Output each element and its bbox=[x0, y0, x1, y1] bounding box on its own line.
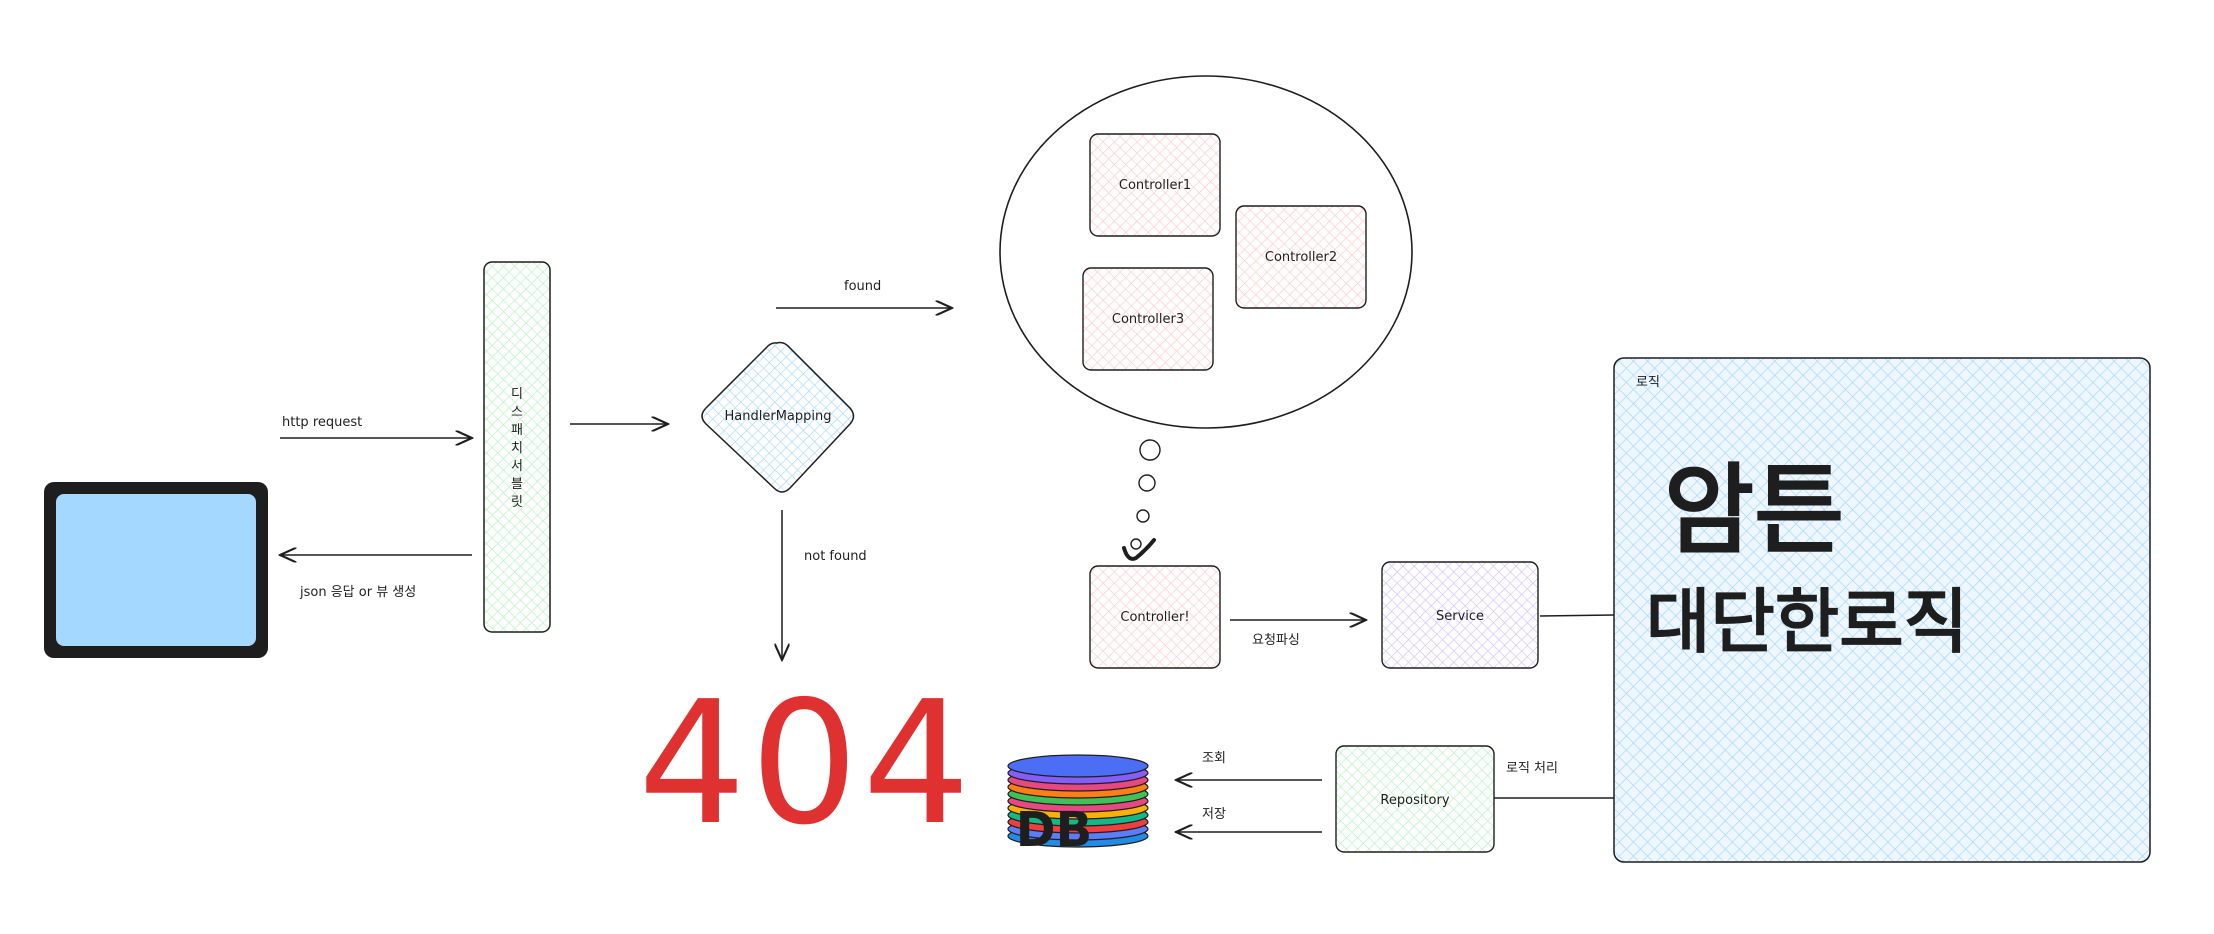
found-label: found bbox=[844, 279, 881, 294]
save-arrow: 저장 bbox=[1176, 807, 1322, 832]
service-label: Service bbox=[1436, 609, 1484, 624]
logic-box: 로직 암튼 대단한로직 bbox=[1613, 357, 2151, 863]
client-device bbox=[44, 482, 268, 658]
json-response-label: json 응답 or 뷰 생성 bbox=[299, 585, 416, 600]
logic-processing-label: 로직 처리 bbox=[1506, 761, 1558, 776]
request-parsing-arrow: 요청파싱 bbox=[1230, 620, 1366, 648]
not-found-arrow: not found bbox=[782, 510, 867, 660]
repository-box: Repository bbox=[1335, 745, 1495, 853]
found-arrow: found bbox=[776, 279, 952, 308]
logic-box-title: 로직 bbox=[1636, 375, 1660, 390]
database-icon bbox=[1007, 754, 1149, 848]
request-parsing-label: 요청파싱 bbox=[1252, 633, 1300, 648]
controller1-box: Controller1 bbox=[1089, 133, 1221, 237]
json-response-arrow: json 응답 or 뷰 생성 bbox=[280, 555, 472, 600]
logic-handwriting-line1: 암튼 bbox=[1664, 454, 1844, 568]
controller1-label: Controller1 bbox=[1119, 178, 1191, 193]
selected-controller-box: Controller! bbox=[1089, 565, 1221, 669]
controller3-box: Controller3 bbox=[1082, 267, 1214, 371]
handler-mapping-label: HandlerMapping bbox=[725, 409, 832, 424]
controller3-label: Controller3 bbox=[1112, 312, 1184, 327]
client-screen bbox=[56, 494, 256, 646]
controller2-label: Controller2 bbox=[1265, 250, 1337, 265]
http-request-label: http request bbox=[282, 415, 362, 430]
save-label: 저장 bbox=[1202, 807, 1226, 822]
logic-processing-line: 로직 처리 bbox=[1494, 761, 1614, 799]
handler-mapping: HandlerMapping bbox=[701, 341, 855, 493]
selected-controller-label: Controller! bbox=[1120, 610, 1189, 625]
controller-thought-bubble: Controller1 Controller2 Controller3 bbox=[999, 75, 1413, 429]
service-box: Service bbox=[1381, 561, 1539, 669]
error-404-text: 404 bbox=[638, 665, 974, 863]
service-to-logic-line bbox=[1539, 614, 1615, 617]
thought-trail bbox=[1122, 439, 1161, 561]
repository-label: Repository bbox=[1380, 793, 1449, 808]
db-label: DB bbox=[1016, 802, 1092, 858]
controller2-box: Controller2 bbox=[1235, 205, 1367, 309]
db-disc bbox=[1007, 754, 1149, 778]
http-request-arrow: http request bbox=[280, 415, 472, 438]
query-label: 조회 bbox=[1202, 751, 1226, 766]
not-found-label: not found bbox=[804, 549, 867, 564]
logic-handwriting-line2: 대단한로직 bbox=[1646, 581, 1968, 663]
query-arrow: 조회 bbox=[1176, 751, 1322, 780]
